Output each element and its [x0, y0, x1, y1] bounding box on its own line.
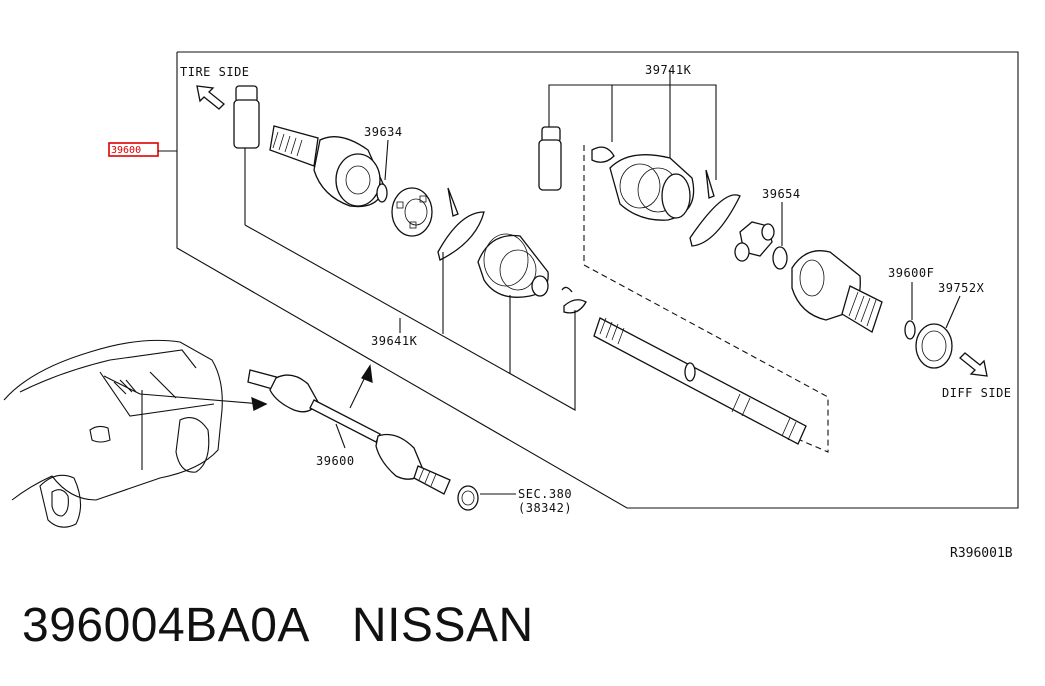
- oil-seal-39752x[interactable]: 39752X: [915, 281, 985, 369]
- grease-tube-diff-side[interactable]: [538, 126, 562, 191]
- bracket-39741k: 39741K: [548, 63, 717, 180]
- circlip-39600f[interactable]: 39600F: [888, 266, 934, 340]
- grease-tube-tire-side[interactable]: [233, 85, 260, 225]
- diff-seal-sec380[interactable]: SEC.380 (38342): [457, 485, 572, 515]
- tire-side-label: TIRE SIDE: [180, 65, 250, 79]
- complete-shaft-39600[interactable]: 39600: [247, 369, 451, 495]
- caption: 396004BA0A NISSAN: [22, 598, 534, 658]
- diff-side-marker: DIFF SIDE: [942, 352, 1012, 400]
- diff-side-label: DIFF SIDE: [942, 386, 1012, 400]
- label-sec380-ref: (38342): [518, 501, 572, 515]
- boot-diff-side[interactable]: [609, 154, 695, 221]
- assembly-frame: [176, 51, 1019, 509]
- label-39752x: 39752X: [938, 281, 985, 295]
- label-39741k: 39741K: [645, 63, 692, 77]
- outer-cv-joint[interactable]: [269, 125, 385, 208]
- label-sec380: SEC.380: [518, 487, 572, 501]
- boot-band-small-diff[interactable]: [591, 146, 615, 163]
- boot-band-large-diff[interactable]: [689, 169, 741, 247]
- part-number: 396004BA0A: [22, 599, 310, 652]
- tripod-spider[interactable]: [734, 221, 775, 262]
- highlighted-part-box[interactable]: 39600: [108, 142, 177, 157]
- parts-diagram: 39600 TIRE SIDE DIFF SIDE 39634: [3, 51, 1019, 560]
- label-39600f: 39600F: [888, 266, 934, 280]
- drive-shaft[interactable]: [593, 317, 807, 445]
- label-39641k: 39641K: [371, 334, 418, 348]
- label-39600: 39600: [316, 454, 355, 468]
- label-39634: 39634: [364, 125, 403, 139]
- inner-kit-outline: [583, 145, 829, 453]
- boot-tire-side[interactable]: [477, 233, 549, 298]
- bracket-39641k: 39641K: [244, 224, 576, 411]
- brand-name: NISSAN: [351, 599, 534, 652]
- reference-code: R396001B: [950, 546, 1013, 560]
- boot-band-small-tire[interactable]: [561, 286, 587, 314]
- bearing-cage[interactable]: [391, 187, 433, 237]
- vehicle-illustration: [3, 339, 268, 528]
- highlighted-part-label: 39600: [111, 145, 141, 156]
- inner-cv-housing[interactable]: [791, 250, 883, 333]
- snap-ring-39654[interactable]: 39654: [762, 187, 801, 270]
- snap-ring-39634[interactable]: 39634: [364, 125, 403, 203]
- diff-side-arrow-icon: [959, 352, 988, 377]
- boot-band-large-tire[interactable]: [437, 187, 485, 261]
- label-39654: 39654: [762, 187, 801, 201]
- assembly-arrow-icon: [349, 364, 373, 409]
- tire-side-marker: TIRE SIDE: [180, 65, 250, 110]
- tire-side-arrow-icon: [196, 85, 225, 110]
